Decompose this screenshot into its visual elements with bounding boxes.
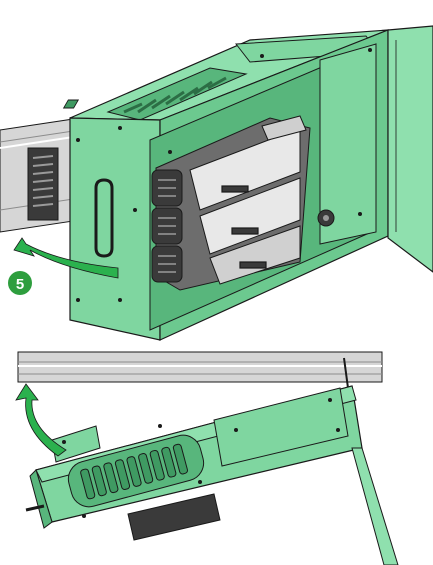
mounting-bracket	[51, 425, 101, 463]
bottom-figure	[15, 351, 399, 565]
top-figure: 5	[0, 25, 433, 341]
step-badge: 5	[8, 271, 32, 295]
screws-top	[76, 48, 372, 302]
pull-arrow-top	[13, 237, 119, 279]
step-number: 5	[16, 276, 24, 293]
bottom-vent	[67, 434, 205, 508]
bottom-door	[351, 447, 399, 565]
bottom-busbar-rail	[17, 351, 383, 383]
enclosure-handle	[94, 178, 114, 258]
lid-vent	[62, 67, 248, 121]
enclosure-side-face	[69, 117, 161, 341]
screws-bottom	[62, 398, 340, 518]
fuse-stack	[151, 169, 183, 283]
rail-connector	[27, 147, 59, 221]
mounting-pin	[25, 504, 45, 512]
underside-device	[127, 493, 221, 541]
enclosure-door	[387, 25, 433, 273]
lift-arrow-bottom	[15, 383, 67, 457]
switch-fuse-unit	[151, 115, 311, 291]
bottom-cover-plate	[213, 387, 349, 467]
rail-hanger	[343, 357, 349, 389]
ground-bolt	[317, 209, 335, 227]
